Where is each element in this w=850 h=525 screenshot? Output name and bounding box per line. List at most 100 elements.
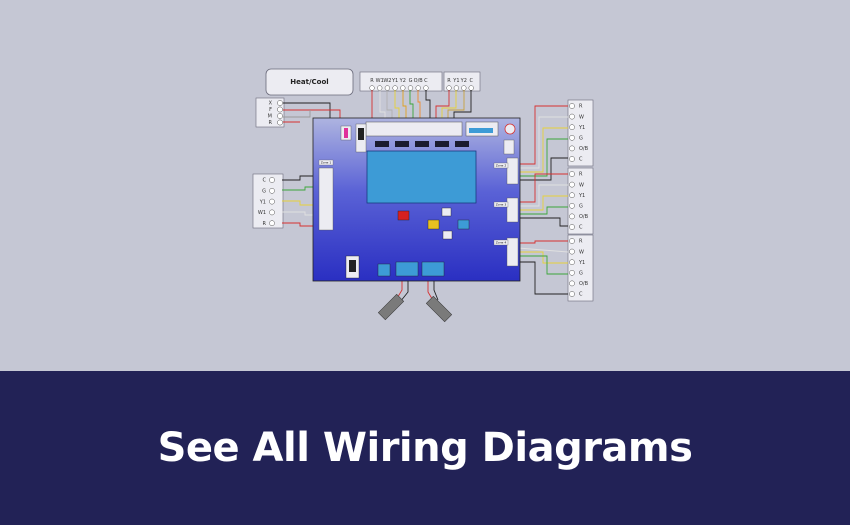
thermostat-terminal-screw [569, 291, 575, 297]
top-terminal-screw [392, 85, 398, 91]
top-terminal-right-label: Y2 [460, 78, 467, 84]
zone-label: Zone 1 [321, 160, 332, 164]
thermostat-terminal-screw [569, 248, 575, 255]
zone-label-box [493, 162, 509, 169]
supply-sensor [425, 295, 453, 323]
left-small-terminal-label: F [269, 107, 272, 113]
zone-label-box [318, 159, 334, 166]
top-terminal-label: G [409, 78, 413, 84]
zone-label: Zone 2 [496, 163, 507, 167]
reset-button [397, 210, 410, 221]
thermostat-terminal-label: C [579, 292, 583, 298]
see-all-wiring-diagrams-button[interactable]: See All Wiring Diagrams [0, 371, 850, 525]
thermostat-terminal-screw [569, 145, 575, 152]
left-zone-terminal-screw [269, 187, 275, 194]
thermostat-terminal-label: W [579, 114, 584, 120]
thermostat-terminal-label: O/B [579, 214, 589, 220]
thermostat-terminal-label: O/B [579, 281, 589, 287]
thermostat-terminal-label: Y1 [578, 193, 585, 199]
thermostat-box-zone-3: RW Y1G O/B C [567, 167, 594, 235]
left-small-terminal-screw [277, 113, 283, 119]
thermostat-terminal-screw [569, 113, 575, 120]
top-terminal-screw [369, 85, 375, 91]
top-terminal-screw [384, 85, 391, 91]
thermostat-terminal-screw [569, 192, 575, 199]
thermostat-terminal-label: Y1 [578, 125, 585, 131]
thermostat-terminal-label: R [579, 104, 583, 110]
thermostat-terminal-label: G [579, 204, 583, 210]
thermostat-terminal-screw [569, 269, 575, 276]
top-terminal-right-screw [453, 85, 460, 91]
zone-labels: Zone 1 Zone 2 Zone 3 Zone 4 [318, 159, 509, 246]
thermostat-terminal-label: W [579, 249, 584, 255]
left-zone-terminal-label: C [263, 178, 267, 184]
thermostat-terminal-label: R [579, 172, 583, 178]
top-terminal-right-screw [468, 85, 474, 91]
thermostat-terminal-label: W [579, 182, 584, 188]
left-zone-terminal-screw [269, 198, 275, 205]
oat-sensor [377, 293, 405, 321]
top-terminal-label: R [370, 78, 374, 84]
thermostat-terminal-label: O/B [579, 146, 589, 152]
top-terminal-label: Y2 [399, 78, 406, 84]
left-small-terminal-screw [277, 119, 283, 126]
top-terminal-right-label: R [447, 78, 451, 84]
left-zone-terminal-label: W1 [258, 210, 266, 216]
left-small-terminal-label: R [269, 120, 273, 126]
top-terminal-right-screw [461, 85, 467, 91]
thermostat-terminal-label: G [579, 271, 583, 277]
left-small-terminal-screw [277, 106, 283, 113]
thermostat-terminal-screw [569, 103, 575, 109]
thermostat-terminal-screw [569, 202, 575, 209]
thermostat-terminal-screw [569, 259, 575, 266]
top-terminal-right-label: C [469, 78, 473, 84]
top-terminal-right-screw [446, 85, 452, 91]
left-zone-terminal-label: Y1 [259, 199, 266, 205]
thermostat-terminal-label: C [579, 157, 583, 163]
thermostat-terminal-screw [569, 280, 575, 287]
top-terminal-label: W2 [383, 78, 391, 84]
zone-label: Zone 4 [496, 240, 507, 244]
thermostat-terminal-label: G [579, 136, 583, 142]
left-small-terminal-label: M [268, 114, 272, 120]
thermostat-terminal-screw [569, 238, 575, 244]
top-terminal-label: O/B [414, 78, 424, 84]
zone-label-box [493, 239, 509, 246]
zone-label: Zone 3 [496, 202, 507, 206]
top-terminal-label: C [424, 78, 428, 84]
thermostat-terminal-screw [569, 224, 575, 230]
top-terminal-screw [400, 85, 406, 91]
thermostat-terminal-label: C [579, 225, 583, 231]
top-terminal-screw [415, 85, 421, 91]
control-board [312, 117, 521, 282]
thermostat-terminal-screw [569, 156, 575, 162]
thermostat-terminal-label: R [579, 239, 583, 245]
left-zone-terminal-screw [269, 177, 275, 183]
left-small-terminal-screw [277, 100, 283, 106]
left-small-terminal-label: X [269, 101, 273, 107]
thermostat-terminal-screw [569, 124, 575, 131]
thermostat-box-zone-2: RW Y1G O/B C [567, 99, 594, 167]
thermostat-terminal-screw [569, 134, 575, 141]
heat-cool-label: Heat/Cool [290, 78, 328, 86]
heat-cool-unit: Heat/Cool [265, 68, 354, 96]
thermostat-terminal-label: Y1 [578, 260, 585, 266]
thermostat-terminal-screw [569, 181, 575, 188]
wiring-lines [282, 90, 569, 303]
left-zone-terminal-label: R [263, 221, 267, 227]
top-terminal-right-label: Y1 [452, 78, 459, 84]
top-terminal-screw [423, 85, 429, 91]
thermostat-terminal-screw [569, 213, 575, 220]
top-terminal-label: W1 [376, 78, 384, 84]
lcd-display [366, 150, 477, 204]
banner-label: See All Wiring Diagrams [157, 425, 693, 471]
left-zone-terminal-screw [269, 220, 275, 227]
zone-label-box [493, 201, 509, 208]
top-terminal-screw [377, 85, 383, 91]
